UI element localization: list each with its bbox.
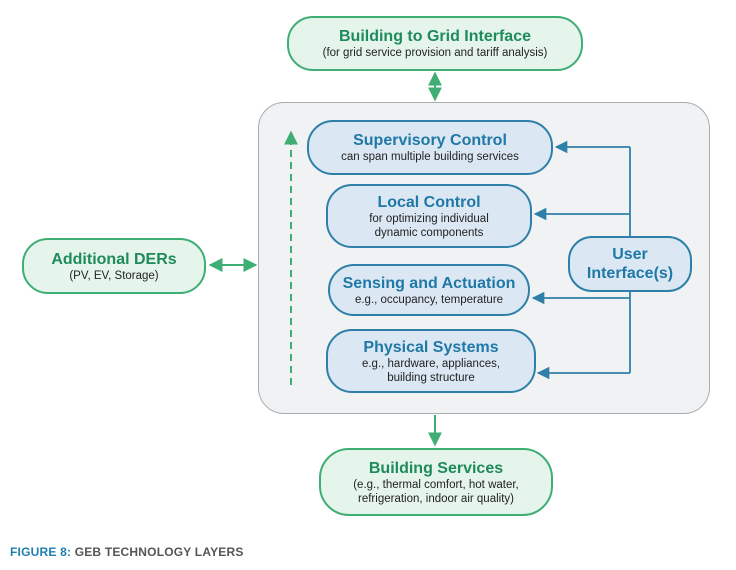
- local-control-line1: for optimizing individual: [369, 212, 489, 225]
- grid-interface-subtitle: (for grid service provision and tariff a…: [322, 47, 548, 59]
- building-services-line1: (e.g., thermal comfort, hot water,: [353, 478, 519, 491]
- sensing-actuation-title: Sensing and Actuation: [342, 274, 516, 292]
- figure-caption: FIGURE 8: GEB TECHNOLOGY LAYERS: [10, 545, 244, 559]
- local-control-line2: dynamic components: [374, 226, 484, 239]
- physical-systems-line2: building structure: [387, 371, 475, 384]
- figure-caption-label: FIGURE 8:: [10, 545, 72, 559]
- supervisory-control-subtitle: can span multiple building services: [341, 151, 519, 163]
- building-services-node: Building Services (e.g., thermal comfort…: [319, 448, 553, 516]
- physical-systems-node: Physical Systems e.g., hardware, applian…: [326, 329, 536, 393]
- supervisory-control-title: Supervisory Control: [353, 132, 507, 149]
- sensing-actuation-subtitle: e.g., occupancy, temperature: [354, 293, 504, 306]
- physical-systems-line1: e.g., hardware, appliances,: [361, 357, 501, 370]
- user-interface-node: User Interface(s): [568, 236, 692, 292]
- ders-node: Additional DERs (PV, EV, Storage): [22, 238, 206, 294]
- building-services-title: Building Services: [368, 459, 504, 477]
- ders-title: Additional DERs: [51, 250, 177, 268]
- building-services-line2: refrigeration, indoor air quality): [358, 492, 514, 505]
- grid-interface-node: Building to Grid Interface (for grid ser…: [287, 16, 583, 71]
- user-interface-line1: User: [612, 246, 648, 263]
- local-control-node: Local Control for optimizing individual …: [326, 184, 532, 248]
- sensing-actuation-node: Sensing and Actuation e.g., occupancy, t…: [328, 264, 530, 316]
- ders-subtitle: (PV, EV, Storage): [69, 269, 159, 282]
- local-control-title: Local Control: [377, 193, 481, 211]
- grid-interface-title: Building to Grid Interface: [338, 28, 531, 45]
- figure-caption-text: GEB TECHNOLOGY LAYERS: [74, 545, 244, 559]
- supervisory-control-node: Supervisory Control can span multiple bu…: [307, 120, 553, 175]
- physical-systems-title: Physical Systems: [363, 338, 499, 356]
- user-interface-line2: Interface(s): [586, 265, 674, 282]
